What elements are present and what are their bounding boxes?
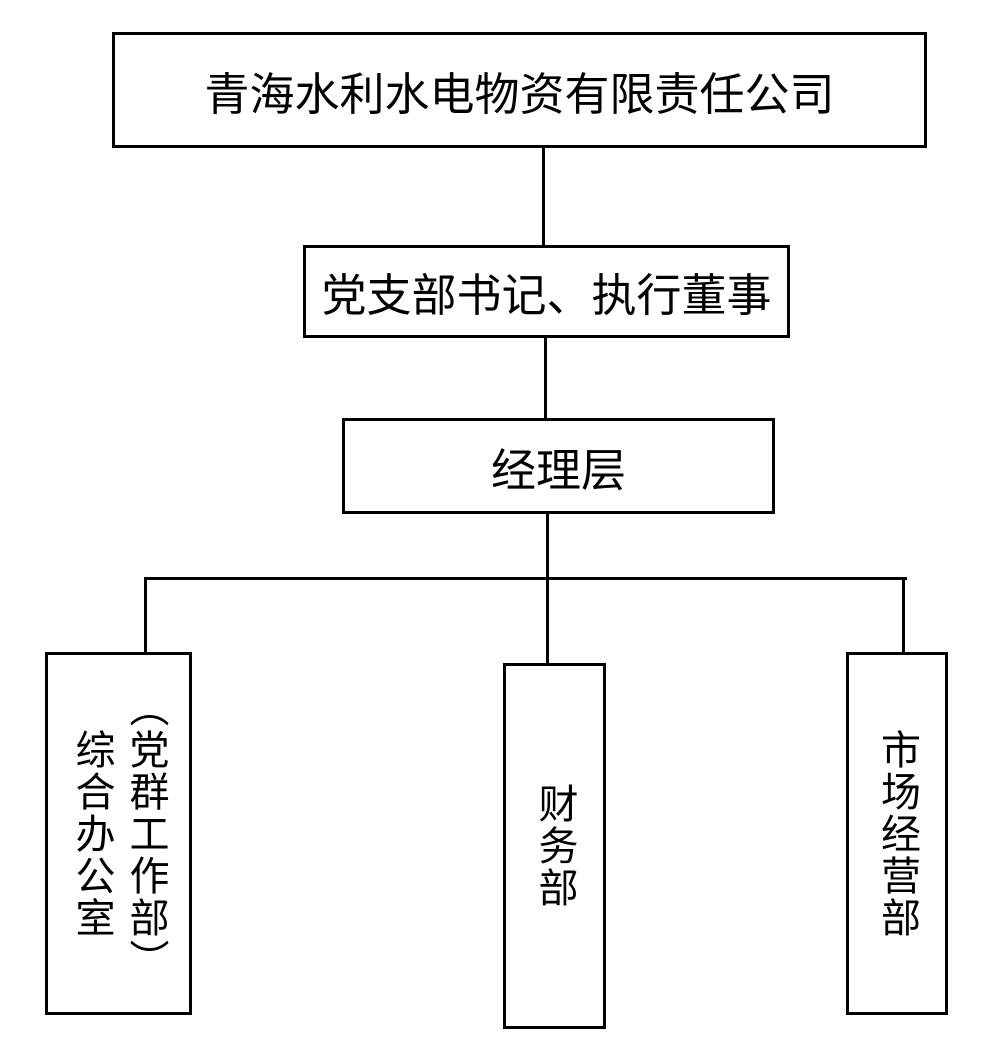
connector-secretary-to-management — [544, 338, 547, 418]
dept-market-label: 市场经营部 — [870, 729, 924, 939]
org-node-management: 经理层 — [342, 418, 775, 514]
connector-management-to-branch — [546, 514, 549, 577]
branch-horizontal-line — [144, 577, 907, 580]
org-node-company: 青海水利水电物资有限责任公司 — [112, 32, 927, 148]
dept-box-general-office: 综合办公室 （党群工作部） — [45, 652, 192, 1015]
connector-company-to-secretary — [542, 148, 545, 245]
org-node-secretary-director-label: 党支部书记、执行董事 — [321, 271, 772, 321]
branch-drop-right — [902, 577, 905, 655]
branch-drop-middle — [546, 577, 549, 666]
dept-general-office-label: 综合办公室 （党群工作部） — [65, 687, 173, 981]
org-node-management-label: 经理层 — [490, 445, 626, 496]
org-node-secretary-director: 党支部书记、执行董事 — [303, 245, 790, 338]
dept-general-office-line2: （党群工作部） — [123, 686, 169, 981]
dept-box-market: 市场经营部 — [846, 652, 948, 1015]
dept-market-line1: 市场经营部 — [875, 728, 920, 939]
branch-drop-left — [144, 577, 147, 655]
dept-general-office-line1: 综合办公室 — [69, 728, 115, 939]
org-node-company-label: 青海水利水电物资有限责任公司 — [204, 69, 835, 120]
dept-box-finance: 财务部 — [503, 663, 606, 1029]
dept-finance-label: 财务部 — [528, 783, 582, 909]
dept-finance-line1: 财务部 — [532, 783, 578, 909]
